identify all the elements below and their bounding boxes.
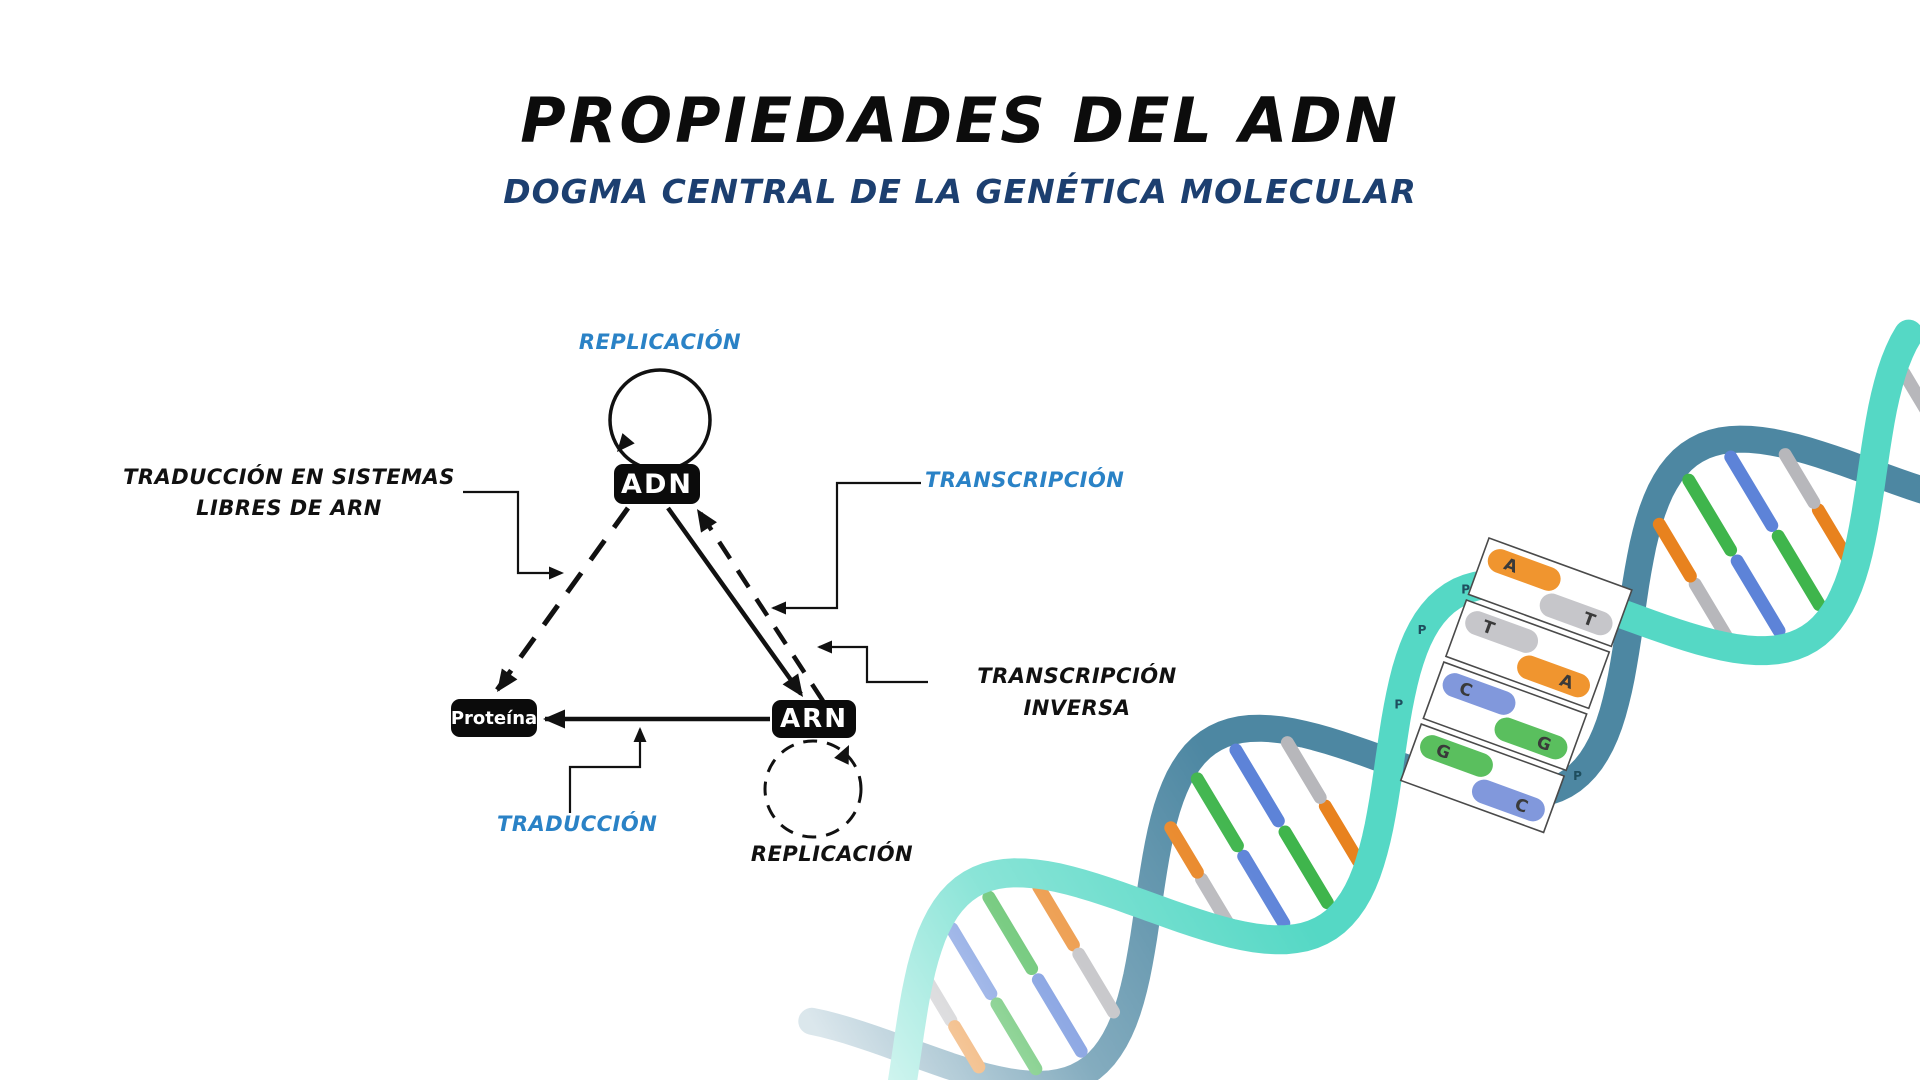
base-rung-half (1280, 736, 1327, 804)
base-rung-half (1032, 880, 1080, 952)
phosphate-label: P (1394, 697, 1403, 711)
label-replicacion-arn: REPLICACIÓN (750, 842, 914, 866)
traduccion-libre-connector (463, 490, 561, 575)
label-traduccion-libre-line1: TRADUCCIÓN EN SISTEMAS (123, 465, 455, 489)
base-pair-row: T A (1444, 598, 1611, 710)
base-pill-left (1420, 735, 1493, 777)
base-rung-half (1771, 529, 1826, 612)
label-replicacion-adn: REPLICACIÓN (578, 330, 742, 354)
arn-to-adn-dashed-line (697, 509, 825, 703)
base-pill-right (1539, 593, 1613, 636)
proteina-node: Proteína (451, 699, 537, 737)
adn-replication-arrowhead (617, 433, 635, 452)
label-transcripcion-inversa: TRANSCRIPCIÓN INVERSA (968, 660, 1186, 724)
transcripcion-inversa-connector (819, 645, 928, 684)
base-pair-panel: A T T A C G G C (1399, 536, 1633, 834)
base-pill-left (1465, 611, 1539, 653)
page-subtitle: DOGMA CENTRAL DE LA GENÉTICA MOLECULAR (503, 172, 1417, 211)
phosphate-label: P (1418, 623, 1427, 637)
base-rung-half (1682, 473, 1738, 557)
base-rung-half (948, 1020, 986, 1074)
adn-to-proteina-dashed-line (494, 506, 631, 692)
arn-node: ARN (772, 700, 856, 738)
adn-replication-loop (608, 368, 712, 472)
adn-to-arn-line (666, 506, 803, 696)
base-rung-half (1897, 366, 1920, 413)
page-title: PROPIEDADES DEL ADN (520, 84, 1400, 157)
traduccion-connector-arrowhead (633, 727, 647, 742)
base-pill-right (1494, 717, 1568, 760)
label-traduccion-libre: TRADUCCIÓN EN SISTEMAS LIBRES DE ARN (108, 462, 470, 524)
base-rung-half (1724, 450, 1779, 532)
traduccion-libre-connector-arrowhead (549, 566, 564, 580)
base-rung-half (1318, 799, 1365, 868)
base-rung-half (1778, 448, 1821, 509)
transcripcion-inversa-connector-arrowhead (817, 640, 832, 654)
base-pair-row: A T (1467, 536, 1633, 648)
label-traduccion: TRADUCCIÓN (497, 812, 658, 836)
arn-to-adn-arrowhead (697, 509, 717, 533)
base-pill-left (1487, 549, 1561, 591)
base-rung-half (945, 922, 998, 1001)
base-rung-half (990, 997, 1043, 1076)
base-rung-half (1652, 517, 1697, 583)
arn-to-proteina-arrowhead (543, 709, 565, 729)
label-traduccion-libre-line2: LIBRES DE ARN (196, 496, 382, 520)
label-transcripcion: TRANSCRIPCIÓN (925, 468, 1125, 492)
helix-front-strand (887, 319, 1920, 1080)
base-pair-row: G C (1399, 723, 1566, 834)
base-pill-right (1471, 779, 1545, 822)
base-letter: G (1534, 732, 1554, 756)
base-pair-row: C G (1422, 661, 1588, 772)
base-rung-half (1278, 825, 1334, 910)
base-rung-half (1190, 772, 1244, 853)
base-rung-half (1730, 554, 1786, 638)
base-pill-left (1442, 673, 1516, 715)
transcripcion-connector-arrowhead (771, 601, 786, 615)
adn-to-arn-arrowhead (782, 673, 803, 697)
base-rung-half (1195, 872, 1235, 930)
base-letter: G (1433, 740, 1453, 764)
label-transcripcion-inversa-line1: TRANSCRIPCIÓN (977, 664, 1177, 688)
label-transcripcion-inversa-line2: INVERSA (1023, 696, 1131, 720)
dna-helix-illustration: PPPPPP A T T A C G (798, 319, 1920, 1080)
adn-to-proteina-arrowhead (497, 668, 518, 692)
base-rung-half (1229, 743, 1285, 828)
traduccion-connector (568, 729, 642, 813)
base-rung-half (1688, 577, 1733, 643)
transcripcion-connector (773, 481, 921, 610)
base-rung-half (1072, 947, 1121, 1019)
adn-node: ADN (614, 464, 700, 504)
base-rung-half (1237, 849, 1291, 930)
phosphate-label: P (1573, 769, 1582, 783)
arn-replication-arrowhead (834, 745, 849, 765)
base-rung-half (1031, 973, 1088, 1058)
base-rung-half (982, 890, 1039, 976)
base-rung-half (1811, 503, 1854, 565)
phosphate-label: P (1461, 582, 1470, 596)
base-rung-half (1164, 821, 1204, 879)
arn-replication-loop (763, 739, 863, 839)
base-pill-right (1517, 655, 1590, 698)
